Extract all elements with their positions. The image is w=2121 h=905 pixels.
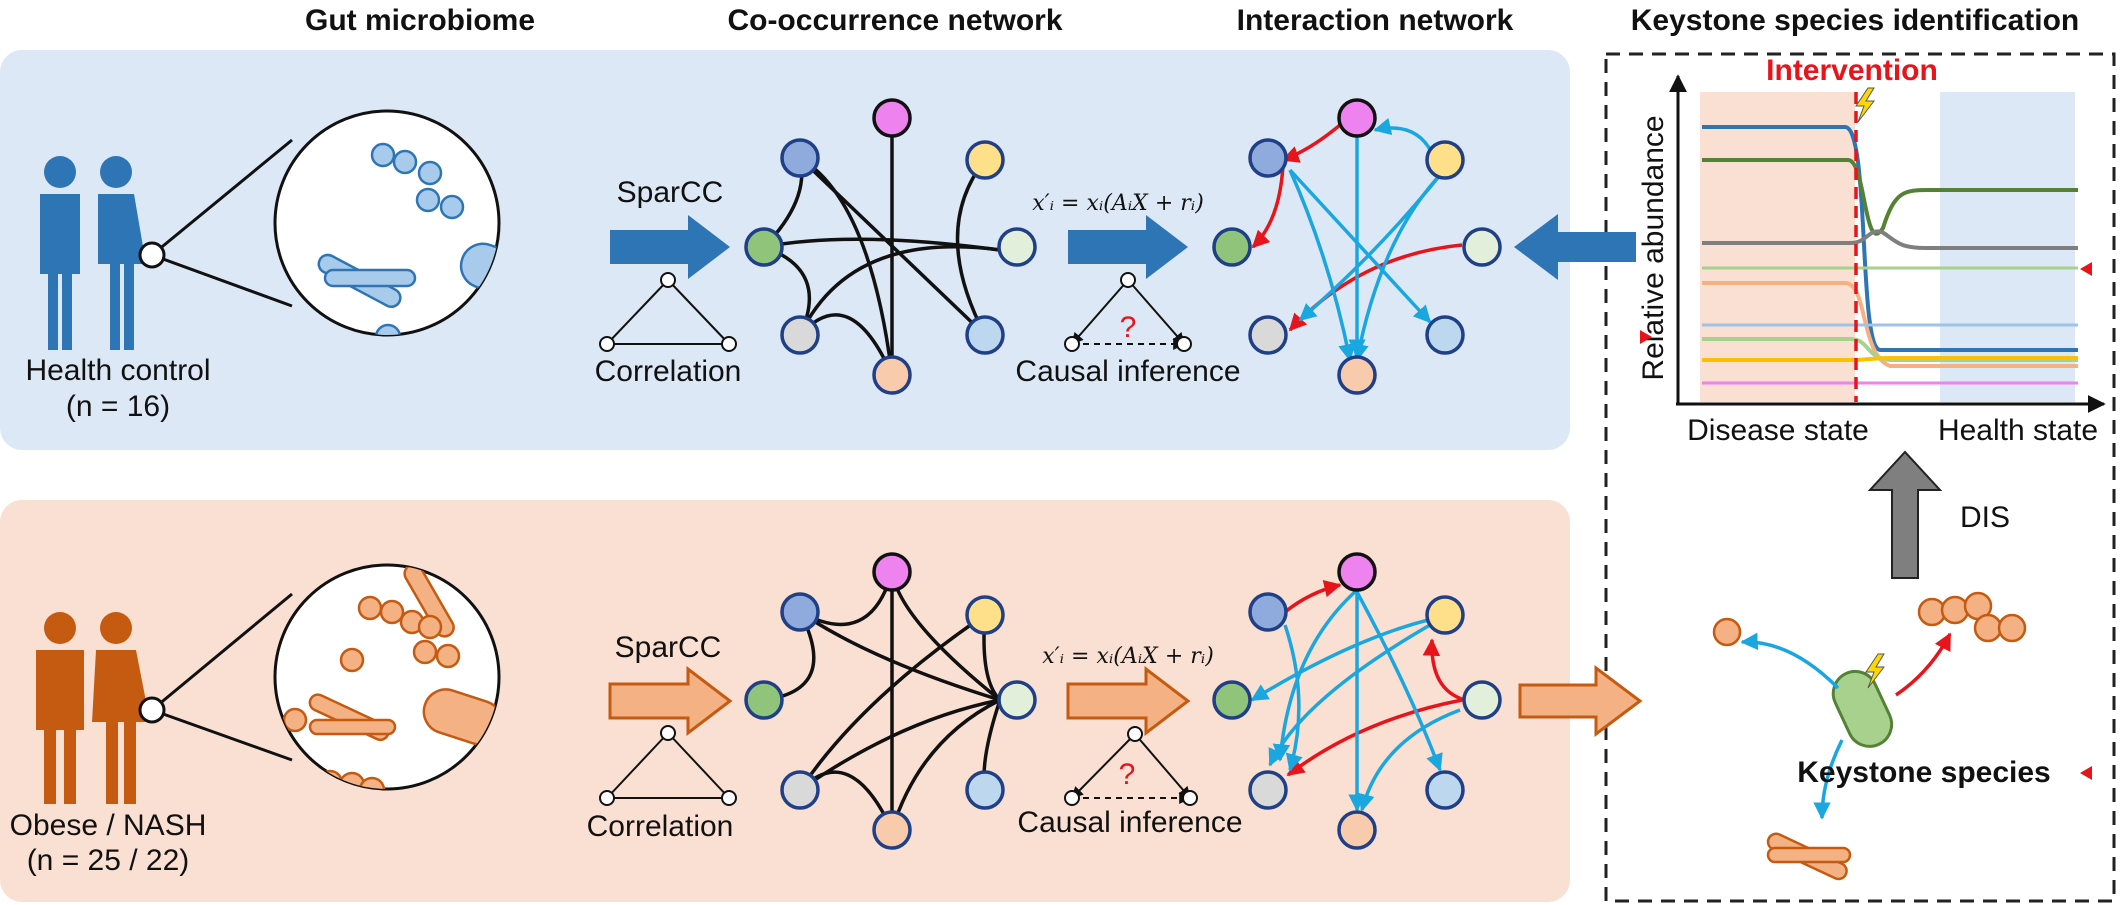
dis-label: DIS [1960, 501, 2010, 534]
correlation-label-disease: Correlation [587, 810, 734, 843]
arrow-causal-healthy [1068, 215, 1188, 279]
group-n-healthy: (n = 16) [66, 390, 170, 423]
x-label-disease: Disease state [1687, 414, 1869, 447]
people-healthy-icon [40, 156, 146, 350]
arrow-dis [1867, 450, 1943, 579]
keystone-species-label: Keystone species [1797, 756, 2050, 789]
x-label-health: Health state [1938, 414, 2098, 447]
correlation-triangle-healthy [599, 272, 737, 352]
interaction-nodes-disease [1212, 552, 1502, 850]
keystone-panel-frame [1604, 52, 2116, 903]
marker-keystone-icon [2080, 766, 2092, 780]
group-n-disease: (n = 25 / 22) [27, 844, 190, 877]
microbiome-circle-disease [273, 563, 501, 791]
keystone-bacterium-icon [1831, 669, 1894, 748]
causal-label-disease: Causal inference [1017, 806, 1242, 839]
lightning-icon [1855, 87, 1876, 123]
arrow-causal-disease [1066, 665, 1191, 737]
method-sparcc-disease: SparCC [615, 631, 722, 664]
disease-state-shade [1700, 92, 1855, 402]
header-cooccurrence: Co-occurrence network [727, 4, 1062, 37]
abundance-axes [1669, 74, 2106, 413]
group-label-healthy: Health control [25, 354, 210, 387]
healthy-panel [0, 50, 1570, 450]
disease-panel [0, 500, 1570, 902]
abundance-curves [1702, 125, 2078, 385]
people-disease-icon [36, 612, 150, 804]
bacteria-disease-icon [282, 565, 499, 789]
header-keystone: Keystone species identification [1631, 4, 2079, 37]
method-sparcc-healthy: SparCC [617, 176, 724, 209]
cooccurrence-nodes-disease [744, 552, 1037, 850]
causal-label-healthy: Causal inference [1015, 355, 1240, 388]
group-label-disease: Obese / NASH [10, 809, 207, 842]
interaction-network-disease [1250, 580, 1466, 812]
intervention-label: Intervention [1766, 54, 1938, 87]
arrow-to-keystone [1518, 665, 1643, 737]
causal-triangle-disease [1064, 726, 1198, 806]
cooccurrence-nodes-healthy [744, 98, 1037, 395]
arrow-sparcc-disease [608, 665, 733, 737]
marker-left-icon [1640, 330, 1652, 344]
causal-triangle-healthy [1064, 272, 1192, 352]
correlation-triangle-disease [599, 725, 737, 806]
marker-right-icon [2080, 262, 2092, 276]
header-interaction: Interaction network [1237, 4, 1514, 37]
causal-question-disease: ? [1119, 758, 1136, 791]
causal-question-healthy: ? [1120, 311, 1137, 344]
keystone-cluster [1712, 591, 2027, 881]
arrow-sparcc-healthy [610, 215, 730, 279]
zoom-point-healthy [138, 241, 166, 269]
arrow-back-to-healthy [1514, 214, 1636, 280]
zoom-point-disease [138, 696, 166, 724]
header-gut-microbiome: Gut microbiome [305, 4, 535, 37]
interaction-nodes-healthy [1212, 98, 1502, 395]
correlation-label-healthy: Correlation [595, 355, 742, 388]
equation-disease: x′ᵢ = xᵢ(AᵢX + rᵢ) [1042, 644, 1214, 669]
equation-healthy: x′ᵢ = xᵢ(AᵢX + rᵢ) [1032, 191, 1204, 216]
